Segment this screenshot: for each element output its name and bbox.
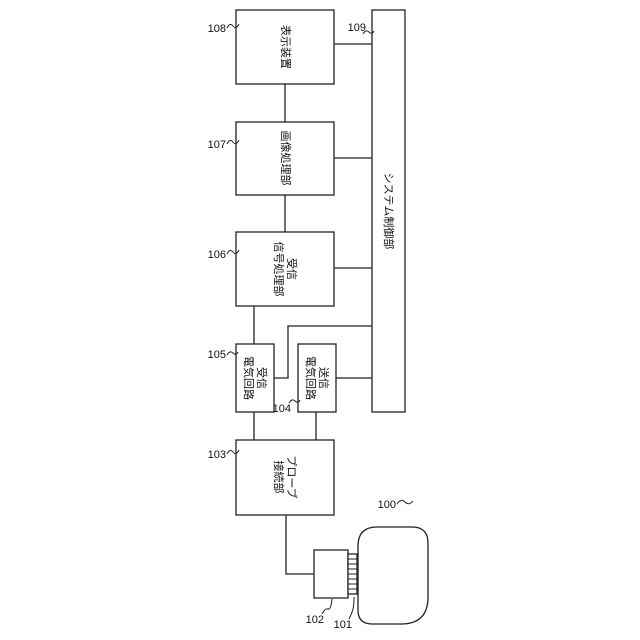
probe-head [314,550,348,598]
ref-101: 101 [334,619,352,631]
display-label: 表示装置 [279,25,293,69]
display-block: 表示装置 [236,10,334,84]
ref-100-leader [397,500,413,504]
system-control-label: システム制御部 [382,173,396,250]
wire-connector-probe [286,515,314,574]
ref-104: 104 [273,403,291,415]
image-processing-label: 画像処理部 [279,131,293,186]
receive-signal-processing-line1: 受信 [285,258,298,280]
ref-105: 105 [208,349,226,361]
probe-body [358,527,428,624]
probe-connector-line2: 接続部 [272,461,286,494]
receive-signal-processing-line2: 信号処理部 [272,242,286,297]
receive-signal-processing-block: 受信 信号処理部 [236,232,334,306]
receive-circuit-block: 受信 電気回路 [236,344,274,412]
image-processing-block: 画像処理部 [236,122,334,195]
transducer-elements [348,559,357,589]
ref-109: 109 [348,22,366,34]
ref-106: 106 [208,249,226,261]
probe-connector-block: プローブ 接続部 [236,440,334,515]
ref-100: 100 [378,499,396,511]
ref-101-leader [349,597,354,619]
ref-107: 107 [208,139,226,151]
ref-103: 103 [208,449,226,461]
probe-head-block [314,550,357,598]
receive-circuit-line1: 受信 [255,367,268,389]
receive-circuit-line2: 電気回路 [242,356,256,400]
transmit-circuit-line2: 電気回路 [304,356,318,400]
ref-108: 108 [208,23,226,35]
probe-connector-line1: プローブ [285,455,299,498]
transmit-circuit-line1: 送信 [317,367,331,389]
system-control-block: システム制御部 [372,10,405,412]
ref-102-leader [322,599,332,614]
transmit-circuit-block: 送信 電気回路 [298,344,336,412]
ref-102: 102 [306,614,324,626]
